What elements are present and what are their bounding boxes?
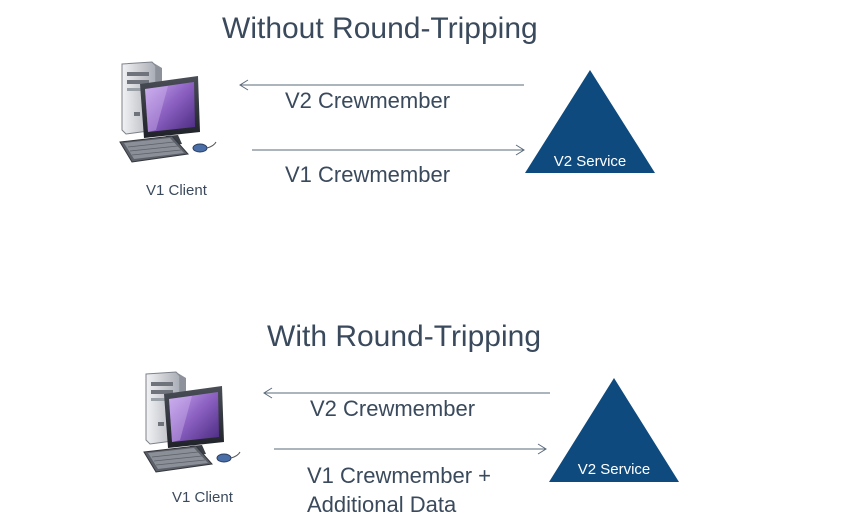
service-label-1: V2 Service xyxy=(554,153,627,170)
request-message-2-line-1: V1 Crewmember + xyxy=(307,463,492,488)
service-triangle-1 xyxy=(525,70,655,173)
client-label-2: V1 Client xyxy=(172,489,233,506)
arrow-response-1 xyxy=(239,79,524,91)
response-message-1: V2 Crewmember xyxy=(285,88,451,113)
client-computer-icon-1 xyxy=(119,61,217,163)
arrow-request-1 xyxy=(252,144,525,156)
response-message-2: V2 Crewmember xyxy=(310,396,476,421)
diagram-title-1: Without Round-Tripping xyxy=(222,12,538,45)
arrow-request-2 xyxy=(274,443,547,455)
arrow-response-2 xyxy=(263,387,550,399)
diagram-title-2: With Round-Tripping xyxy=(267,320,541,353)
service-triangle-2 xyxy=(549,378,679,482)
request-message-1: V1 Crewmember xyxy=(285,162,451,187)
request-message-2-line-2: Additional Data xyxy=(307,492,457,517)
service-label-2: V2 Service xyxy=(578,461,651,478)
client-computer-icon-2 xyxy=(143,371,241,473)
client-label-1: V1 Client xyxy=(146,182,207,199)
